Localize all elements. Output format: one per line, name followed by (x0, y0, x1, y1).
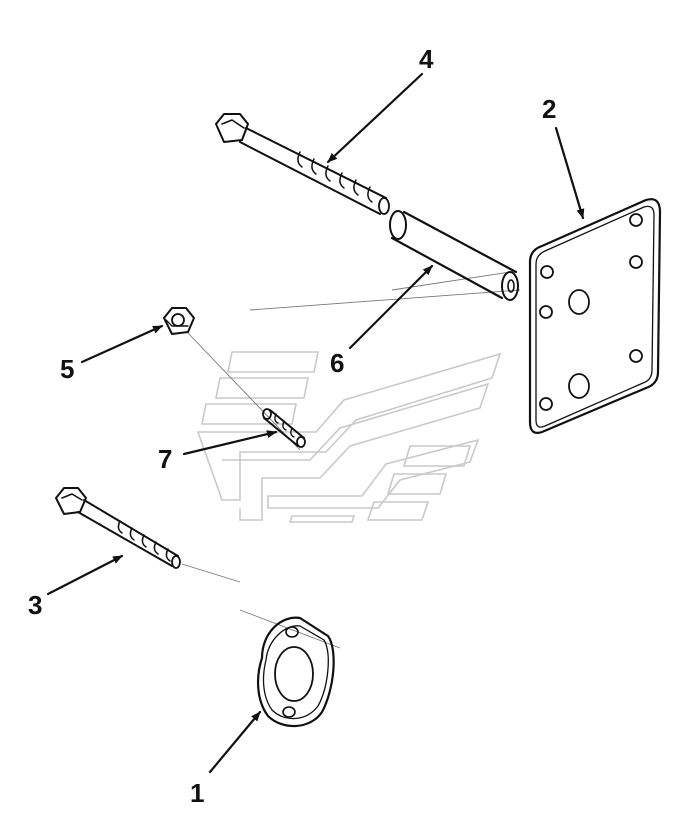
gasket-part-1 (256, 616, 335, 728)
arrow-callout-3 (46, 554, 124, 596)
arrow-callout-6 (348, 264, 434, 350)
callout-7: 7 (158, 444, 172, 474)
short-bolt-part-3 (55, 487, 181, 569)
callout-1: 1 (190, 778, 204, 808)
callout-4: 4 (419, 44, 434, 74)
callout-labels: 1 2 3 4 5 6 7 (28, 44, 556, 808)
arrow-callout-1 (208, 710, 262, 774)
arrow-callout-4 (326, 72, 424, 164)
callout-2: 2 (542, 94, 556, 124)
spacer-part-6 (389, 210, 519, 301)
watermark-logo (196, 351, 502, 523)
callout-arrows (46, 72, 585, 774)
arrow-callout-7 (182, 430, 278, 456)
callout-6: 6 (330, 348, 344, 378)
long-bolt-part-4 (215, 113, 390, 215)
callout-3: 3 (28, 590, 42, 620)
nut-part-5 (163, 307, 195, 335)
arrow-callout-2 (554, 126, 585, 220)
plate-part-2 (528, 198, 662, 434)
stud-part-7 (262, 408, 306, 448)
callout-5: 5 (60, 354, 74, 384)
arrow-callout-5 (80, 324, 164, 364)
